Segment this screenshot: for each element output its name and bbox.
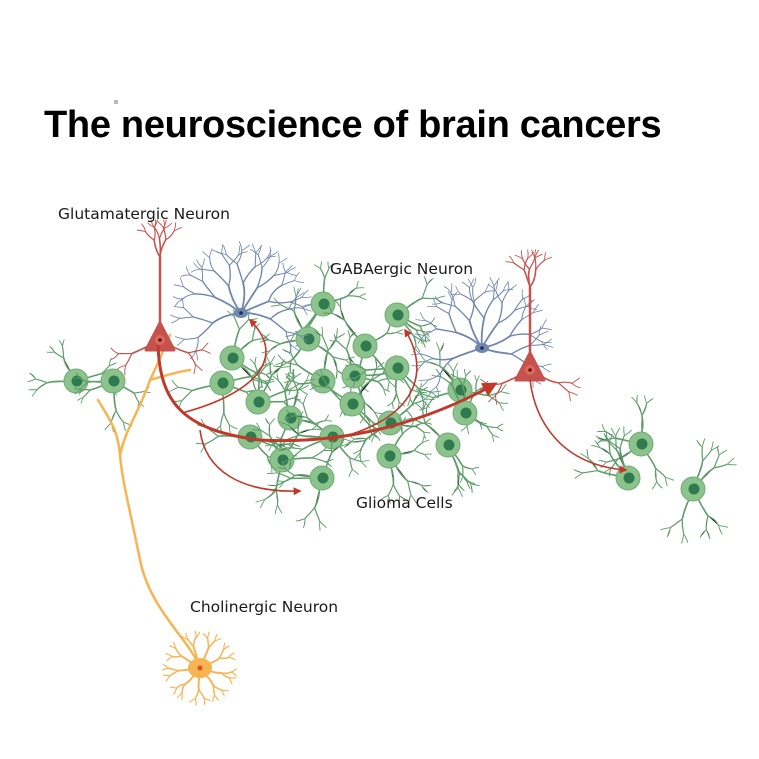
glioma-cell: [402, 400, 480, 497]
glioma-nucleus: [347, 398, 359, 410]
glioma-nucleus: [303, 333, 315, 345]
glioma-cell: [264, 369, 333, 457]
glioma-cell: [275, 394, 370, 477]
glioma-cell: [219, 307, 275, 402]
arrow-glioma-to-gaba: [329, 328, 418, 441]
arrow-glut-to-distant-glioma: [529, 379, 628, 474]
label-gabaergic-neuron: GABAergic Neuron: [330, 260, 474, 278]
cholinergic-axon: [96, 333, 202, 670]
glioma-cell: [384, 275, 446, 353]
glioma-cell: [431, 362, 504, 442]
label-cholinergic-neuron: Cholinergic Neuron: [190, 598, 339, 616]
glioma-nucleus: [253, 396, 265, 408]
glioma-cell: [573, 426, 641, 491]
gabaergic-nucleus: [239, 311, 243, 315]
glioma-cell: [252, 410, 334, 515]
glioma-cell: [595, 394, 674, 490]
glioma-nucleus: [227, 352, 239, 364]
glioma-nucleus: [392, 362, 404, 374]
arrow-glut-to-glut: [156, 344, 498, 443]
label-glioma-cells: Glioma Cells: [356, 494, 453, 512]
glioma-nucleus: [688, 483, 700, 495]
glioma-nucleus: [71, 375, 83, 387]
glioma-nucleus: [217, 377, 229, 389]
projection-arrows: [156, 318, 628, 496]
glioma-nucleus: [636, 438, 648, 450]
glutamatergic-neuron: [480, 249, 581, 406]
glutamatergic-nucleus: [158, 338, 162, 342]
gabaergic-neuron: [170, 241, 312, 361]
glioma-cell: [245, 355, 309, 416]
glutamatergic-neurons: [110, 219, 581, 406]
glioma-nucleus: [318, 298, 330, 310]
glioma-nucleus: [392, 309, 404, 321]
glioma-nucleus: [317, 472, 329, 484]
label-glutamatergic-neuron: Glutamatergic Neuron: [58, 205, 230, 223]
glioma-nucleus: [277, 454, 289, 466]
glioma-cell: [376, 416, 432, 505]
glioma-cell: [660, 438, 737, 544]
glutamatergic-neuron: [110, 219, 211, 376]
glioma-nucleus: [460, 407, 472, 419]
glioma-nucleus: [443, 439, 455, 451]
gabaergic-nucleus: [480, 346, 484, 350]
page-title: The neuroscience of brain cancers: [44, 104, 662, 146]
glutamatergic-nucleus: [528, 368, 532, 372]
arrow-glut-to-glioma: [199, 429, 302, 496]
glioma-nucleus: [623, 472, 635, 484]
glioma-nucleus: [384, 450, 396, 462]
cholinergic-nucleus: [197, 665, 203, 671]
stray-mark: [114, 100, 118, 104]
cholinergic-neuron: [96, 333, 237, 706]
glioma-nucleus: [360, 340, 372, 352]
arrow-glut-to-gaba: [181, 318, 267, 414]
glioma-nucleus: [108, 375, 120, 387]
